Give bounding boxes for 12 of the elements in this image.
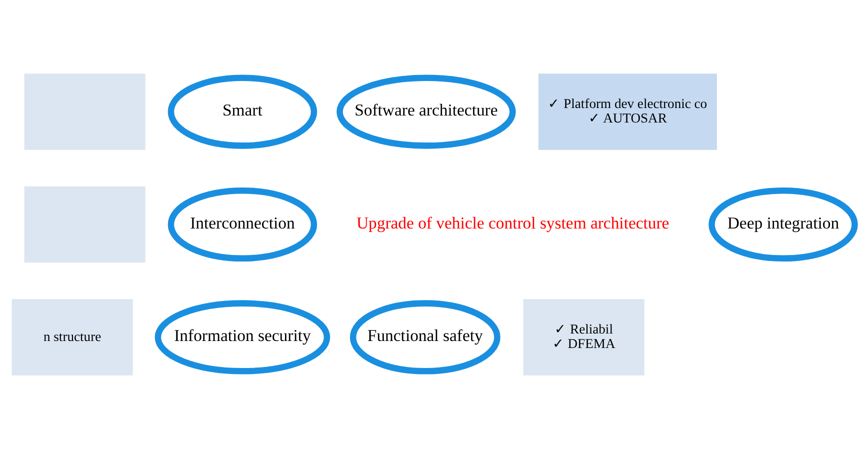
label: Upgrade of vehicle control system architecture bbox=[356, 213, 670, 232]
node-ellipse: Smart bbox=[168, 74, 318, 149]
node-ellipse: Interconnection bbox=[168, 187, 318, 262]
node-box: ✓ Reliabil ✓ DFEMA bbox=[523, 299, 644, 376]
node-box bbox=[24, 74, 146, 150]
node-ellipse: Software architecture bbox=[336, 74, 516, 149]
node-box bbox=[24, 186, 146, 263]
node-box: ✓ Platform dev electronic co ✓ AUTOSAR bbox=[538, 74, 717, 150]
node-ellipse: Information security bbox=[154, 300, 330, 374]
node-ellipse: Deep integration bbox=[708, 187, 858, 262]
node-ellipse: Functional safety bbox=[350, 300, 500, 374]
node-box: n structure bbox=[12, 299, 133, 376]
